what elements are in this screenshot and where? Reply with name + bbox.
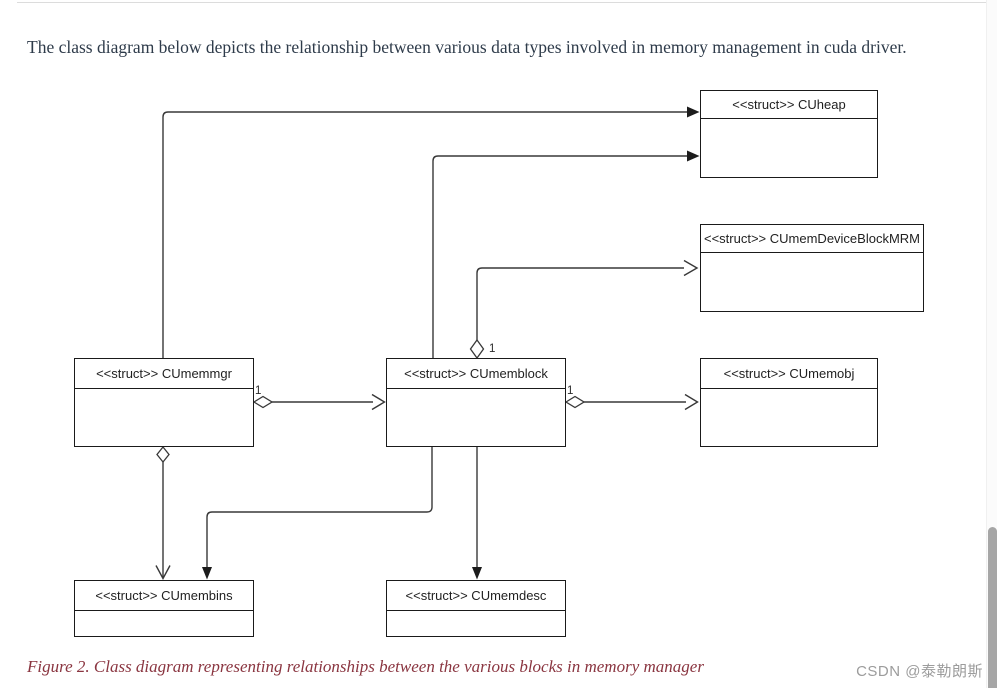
arrowhead-open-membins bbox=[155, 565, 171, 580]
class-box-cumemblock: <<struct>> CUmemblock bbox=[386, 358, 566, 447]
scrollbar-track[interactable] bbox=[986, 0, 997, 688]
relationship-memblock-heap-line bbox=[432, 155, 687, 358]
aggregation-diamond-memmgr-bottom bbox=[156, 445, 170, 464]
aggregation-diamond-memmgr-right bbox=[252, 395, 274, 409]
top-divider bbox=[17, 2, 997, 3]
multiplicity-label: 1 bbox=[255, 385, 261, 397]
relationship-memmgr-heap-line bbox=[162, 111, 687, 358]
class-box-cumembins: <<struct>> CUmembins bbox=[74, 580, 254, 637]
arrowhead-solid-heap-2 bbox=[687, 150, 700, 162]
class-title: <<struct>> CUmembins bbox=[75, 581, 253, 611]
class-box-cuheap: <<struct>> CUheap bbox=[700, 90, 878, 178]
aggregation-diamond-memblock-right bbox=[564, 395, 586, 409]
class-box-cumemobj: <<struct>> CUmemobj bbox=[700, 358, 878, 447]
scrollbar-thumb[interactable] bbox=[988, 527, 997, 688]
arrowhead-open-memblock bbox=[371, 393, 386, 411]
class-title: <<struct>> CUmemblock bbox=[387, 359, 565, 389]
class-title: <<struct>> CUmemmgr bbox=[75, 359, 253, 389]
class-box-cumemdesc: <<struct>> CUmemdesc bbox=[386, 580, 566, 637]
multiplicity-label: 1 bbox=[567, 385, 573, 397]
class-title: <<struct>> CUmemDeviceBlockMRM bbox=[701, 225, 923, 253]
arrowhead-open-mrm bbox=[683, 259, 699, 277]
class-title: <<struct>> CUheap bbox=[701, 91, 877, 119]
relationship-memblock-mrm-line bbox=[476, 267, 684, 340]
multiplicity-label: 1 bbox=[489, 343, 495, 355]
figure-caption: Figure 2. Class diagram representing rel… bbox=[27, 657, 704, 676]
class-box-cumemmgr: <<struct>> CUmemmgr bbox=[74, 358, 254, 447]
class-box-cumemdeviceblockmrm: <<struct>> CUmemDeviceBlockMRM bbox=[700, 224, 924, 312]
relationship-memblock-membins-line bbox=[206, 447, 433, 567]
class-title: <<struct>> CUmemobj bbox=[701, 359, 877, 389]
class-title: <<struct>> CUmemdesc bbox=[387, 581, 565, 611]
csdn-watermark: CSDN @泰勒朗斯 bbox=[856, 663, 983, 680]
arrowhead-solid-memdesc bbox=[472, 567, 482, 580]
aggregation-diamond-memblock-top bbox=[469, 338, 485, 360]
arrowhead-solid-heap-1 bbox=[687, 106, 700, 118]
arrowhead-open-memobj bbox=[684, 393, 699, 411]
intro-paragraph: The class diagram below depicts the rela… bbox=[27, 36, 907, 57]
arrowhead-solid-membins bbox=[202, 567, 212, 580]
